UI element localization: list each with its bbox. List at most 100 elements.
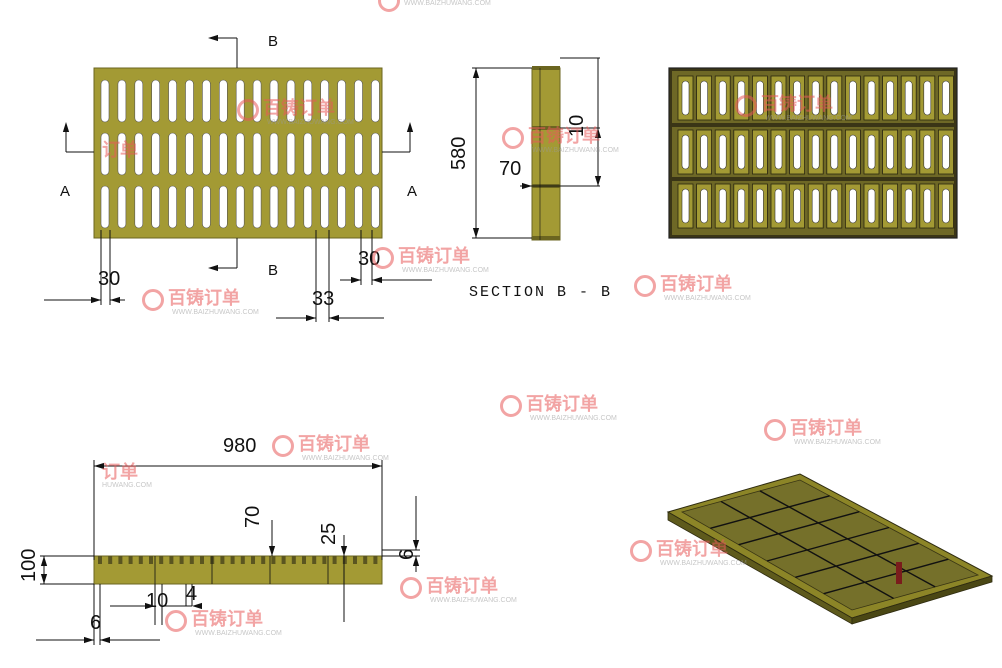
grate-slot <box>774 80 783 116</box>
iso-long-rib <box>720 500 894 600</box>
dim-wall-6: 6 <box>90 612 102 634</box>
grate-slot <box>320 132 330 176</box>
dimension-arrow <box>329 314 339 322</box>
dimension-arrow <box>372 276 382 284</box>
front-rib-tooth <box>342 556 347 564</box>
dimension-arrow <box>412 556 420 566</box>
grate-slot <box>793 134 801 170</box>
grate-slot <box>867 80 876 116</box>
grate-slot <box>134 132 144 176</box>
watermark-partial: 订单 <box>102 140 138 161</box>
dimension-arrow <box>145 602 155 610</box>
grate-slot <box>756 134 764 170</box>
dimension-arrow <box>351 276 361 284</box>
watermark-logo-icon <box>165 609 187 632</box>
grate-slot <box>718 134 727 170</box>
grate-slot <box>202 79 211 123</box>
front-rib-tooth <box>200 556 204 564</box>
iso-cross-rib <box>795 542 919 579</box>
grate-slot <box>700 80 708 116</box>
front-rib-tooth <box>128 556 133 564</box>
grate-slot <box>168 185 177 229</box>
grate-slot <box>286 132 296 176</box>
grate-slot <box>811 134 820 170</box>
grate-slot <box>252 132 262 176</box>
watermark-logo-icon <box>372 246 394 269</box>
grate-slot <box>867 134 876 170</box>
grate-slot <box>830 188 839 224</box>
iso-right-face <box>851 575 993 625</box>
dimension-arrow <box>268 546 276 556</box>
grate-slot <box>235 185 245 229</box>
dim-pitch-left: 30 <box>98 268 121 290</box>
dimension-arrow <box>192 602 202 610</box>
grate-slot <box>269 185 279 229</box>
watermark-logo-icon <box>634 274 656 297</box>
front-rib-tooth <box>332 556 337 564</box>
grate-slot <box>320 185 330 229</box>
section-label-b-top: B <box>268 33 279 50</box>
grate-slot <box>134 185 144 229</box>
front-rib-tooth <box>281 556 286 564</box>
front-rib-tooth <box>149 556 153 564</box>
grate-slot <box>700 188 708 224</box>
section-arrow-a-right <box>406 122 414 132</box>
dim-slot-spacing: 33 <box>312 288 335 310</box>
front-rib-tooth <box>373 556 378 564</box>
grate-slot <box>942 80 950 116</box>
grate-slot <box>185 132 194 176</box>
dimension-arrow <box>594 176 602 186</box>
grate-slot <box>774 134 783 170</box>
dimension-arrow <box>306 314 316 322</box>
grate-slot <box>303 79 313 123</box>
grate-slot <box>117 185 127 229</box>
grate-slot <box>811 188 820 224</box>
watermark-logo-icon <box>237 98 259 121</box>
grate-slot <box>849 188 857 224</box>
grate-slot <box>134 79 144 123</box>
grate-slot <box>923 134 932 170</box>
grate-slot <box>718 188 727 224</box>
front-rib-tooth <box>312 556 317 564</box>
watermark-logo-icon <box>400 576 422 599</box>
front-rib-tooth <box>169 556 174 564</box>
grate-slot <box>168 132 177 176</box>
front-rib-tooth <box>189 556 194 564</box>
watermark-logo-icon <box>735 94 757 117</box>
front-rib-tooth <box>302 556 306 564</box>
front-rib-tooth <box>230 556 235 564</box>
grate-slot <box>793 80 801 116</box>
dimension-arrow <box>594 128 602 138</box>
front-rib-tooth <box>98 556 102 564</box>
dimension-arrow <box>340 546 348 556</box>
front-rib-tooth <box>291 556 296 564</box>
dim-rib-70-side: 70 <box>499 158 522 180</box>
grate-slot <box>849 134 857 170</box>
iso-cross-rib <box>823 558 949 595</box>
dim-rib-70-front: 70 <box>242 505 264 528</box>
grate-slot <box>100 79 110 123</box>
grate-slot <box>219 185 228 229</box>
grate-slot <box>371 79 380 123</box>
front-rib-tooth <box>251 556 255 564</box>
iso-cross-rib <box>738 510 860 546</box>
front-rib-tooth <box>108 556 113 564</box>
watermark-logo-icon <box>630 539 652 562</box>
iso-cross-rib <box>766 526 890 562</box>
dim-depth-100: 100 <box>18 548 40 582</box>
grate-slot <box>320 79 330 123</box>
dimension-arrow <box>100 636 110 644</box>
section-label-b-bottom: B <box>268 262 279 279</box>
front-rib-tooth <box>353 556 357 564</box>
grate-slot <box>718 80 727 116</box>
front-rib-tooth <box>220 556 225 564</box>
grate-slot <box>942 134 950 170</box>
front-rib-tooth <box>363 556 368 564</box>
dimension-arrow <box>472 228 480 238</box>
